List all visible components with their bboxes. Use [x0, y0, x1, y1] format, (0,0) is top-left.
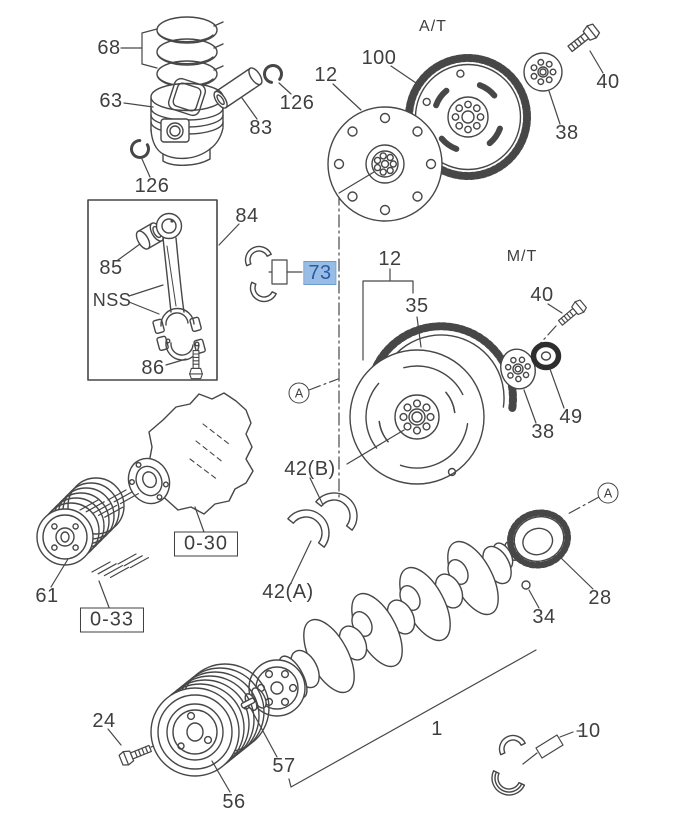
water-pump-drawing	[127, 392, 254, 515]
crank-gear-drawing	[507, 509, 571, 569]
selected-callout-73[interactable]: 73	[303, 261, 337, 285]
washer-plate-at-drawing	[523, 52, 563, 92]
leader-lines	[50, 28, 604, 793]
washer-plate-mt-drawing	[500, 348, 536, 390]
connecting-rod-drawing	[152, 212, 206, 361]
callout-38-at[interactable]: 38	[555, 122, 579, 144]
fan-pulley-drawing	[36, 477, 125, 566]
callout-68[interactable]: 68	[97, 37, 121, 59]
flywheel-drawing	[349, 322, 517, 485]
pulley-bolt-drawing	[117, 741, 154, 768]
callout-83[interactable]: 83	[249, 117, 273, 139]
callout-40-mt[interactable]: 40	[530, 284, 554, 306]
callout-84[interactable]: 84	[235, 205, 259, 227]
section-label-at: A/T	[419, 18, 447, 35]
crank-pulley-drawing	[150, 663, 270, 777]
callout-24[interactable]: 24	[92, 710, 116, 732]
callout-1[interactable]: 1	[431, 718, 443, 740]
callout-12-at[interactable]: 12	[314, 64, 338, 86]
boxed-ref-0-30[interactable]: 0-30	[173, 531, 239, 557]
callout-86[interactable]: 86	[141, 357, 165, 379]
piston-rings-drawing	[156, 16, 224, 88]
callout-126-piston[interactable]: 126	[134, 175, 170, 197]
thrust-washer-a-drawing	[287, 500, 339, 548]
view-marker-a-left: A	[288, 382, 310, 404]
main-bearing-shells-drawing	[491, 730, 526, 796]
callout-56[interactable]: 56	[222, 791, 246, 813]
callout-126-pin[interactable]: 126	[279, 92, 315, 114]
section-label-mt: M/T	[506, 248, 538, 265]
boxed-ref-0-33[interactable]: 0-33	[79, 607, 145, 633]
callout-40-at[interactable]: 40	[596, 71, 620, 93]
snap-ring-icon	[130, 64, 283, 159]
callout-49[interactable]: 49	[559, 406, 583, 428]
callout-42a[interactable]: 42(A)	[262, 581, 314, 603]
key-drawing	[240, 697, 256, 709]
rod-bearing-shells-drawing	[240, 241, 277, 307]
bolt-at-drawing	[564, 21, 602, 56]
callout-10[interactable]: 10	[577, 720, 601, 742]
bolt-mt-drawing	[555, 297, 589, 329]
connecting-rod-box	[87, 199, 218, 381]
callout-61[interactable]: 61	[35, 585, 59, 607]
callout-35[interactable]: 35	[405, 295, 429, 317]
rod-bolt-drawing	[189, 350, 203, 380]
crankshaft-drawing	[242, 540, 520, 717]
ring-gear-at-drawing	[405, 54, 531, 180]
callout-63[interactable]: 63	[99, 90, 123, 112]
piston-pin-drawing	[213, 67, 263, 109]
callout-34[interactable]: 34	[532, 606, 556, 628]
callout-28[interactable]: 28	[588, 587, 612, 609]
drive-plate-drawing	[327, 106, 443, 222]
ball-drawing	[521, 580, 531, 590]
callout-38-mt[interactable]: 38	[531, 421, 555, 443]
callout-42b[interactable]: 42(B)	[284, 458, 336, 480]
callout-85[interactable]: 85	[99, 257, 123, 279]
callout-12-mt[interactable]: 12	[378, 248, 402, 270]
thrust-washer-b-drawing	[315, 483, 367, 531]
pilot-bearing-drawing	[530, 341, 562, 371]
callout-100[interactable]: 100	[361, 47, 397, 69]
callout-57[interactable]: 57	[272, 755, 296, 777]
view-marker-a-right: A	[597, 482, 619, 504]
piston-drawing	[150, 77, 224, 166]
belt-hatch-marks	[79, 489, 149, 578]
callout-nss[interactable]: NSS	[92, 290, 132, 310]
